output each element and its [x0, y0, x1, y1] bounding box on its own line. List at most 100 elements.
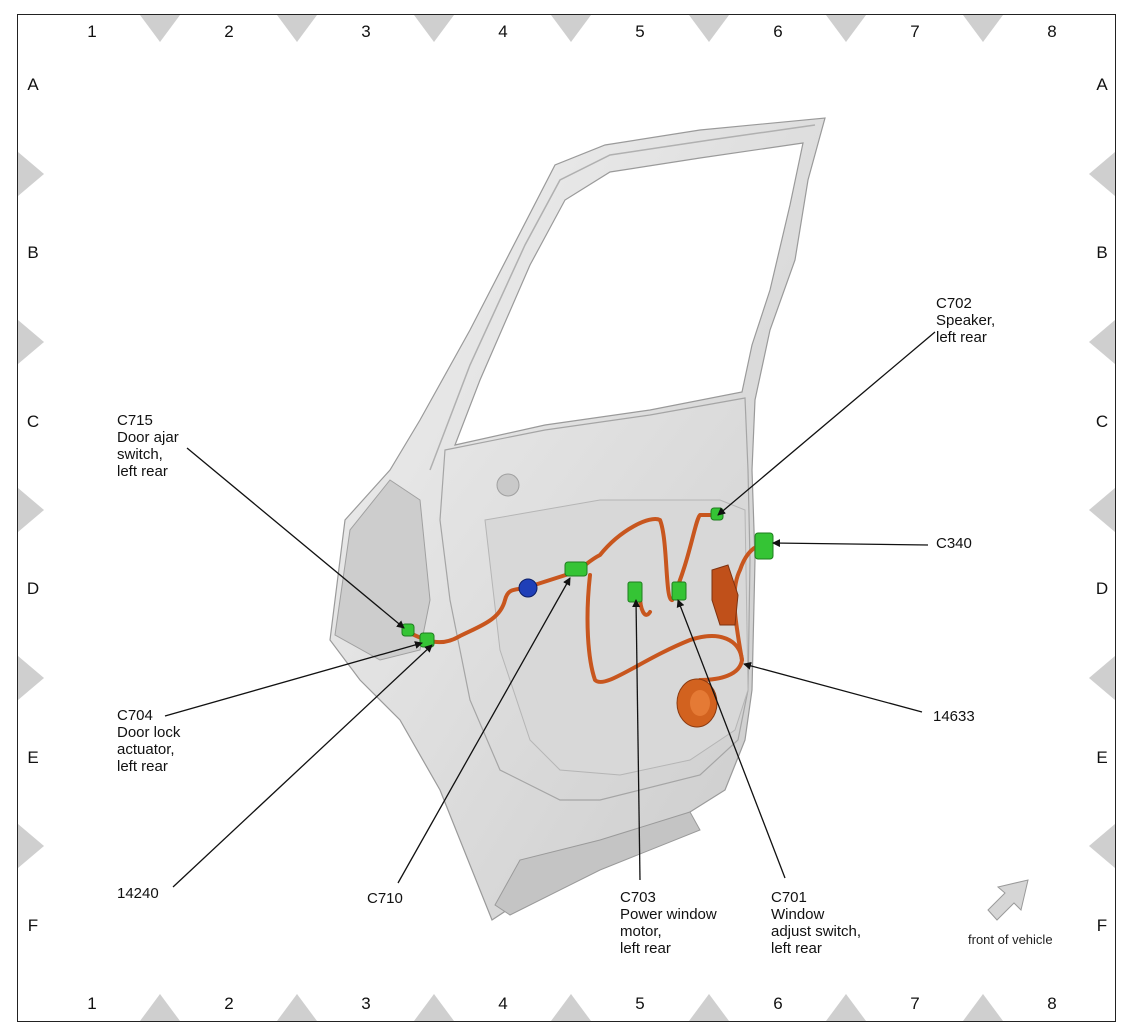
grid-col-label-top-6: 6	[773, 22, 782, 41]
grid-column-labels-bottom: 1 2 3 4 5 6 7 8	[87, 994, 1056, 1013]
grid-diamond-bottom-7	[963, 994, 1003, 1021]
grid-col-label-top-4: 4	[498, 22, 507, 41]
grid-diamond-right-1	[1089, 152, 1115, 196]
grid-diamond-bottom-6	[826, 994, 866, 1021]
grid-diamond-top-4	[551, 15, 591, 42]
grid-row-label-left-E: E	[27, 748, 38, 767]
leader-c704	[164, 641, 423, 717]
grid-col-label-top-1: 1	[87, 22, 96, 41]
leader-c702	[717, 331, 936, 516]
grid-diamond-left-3	[18, 488, 44, 532]
grid-row-label-left-C: C	[27, 412, 39, 431]
grid-col-label-bottom-7: 7	[910, 994, 919, 1013]
grid-col-label-bottom-6: 6	[773, 994, 782, 1013]
leader-c715	[186, 447, 405, 629]
leader-c710	[397, 577, 571, 884]
grid-diamond-top-2	[277, 15, 317, 42]
harness-c340-branch	[732, 543, 762, 662]
front-of-vehicle-indicator: front of vehicle	[968, 879, 1053, 947]
leader-c703	[632, 599, 641, 881]
door-bottom-hem	[494, 811, 701, 916]
speaker-left-rear	[676, 678, 718, 728]
grid-col-label-bottom-3: 3	[361, 994, 370, 1013]
grid-col-label-top-2: 2	[224, 22, 233, 41]
grid-diamond-top-6	[826, 15, 866, 42]
grid-diamond-bottom-2	[277, 994, 317, 1021]
rear-door-illustration	[329, 117, 826, 921]
grid-diamond-left-2	[18, 320, 44, 364]
grid-row-label-right-A: A	[1096, 75, 1108, 94]
grid-col-label-bottom-4: 4	[498, 994, 507, 1013]
grid-diamond-top-3	[414, 15, 454, 42]
grid-diamond-bottom-5	[689, 994, 729, 1021]
connector-c715	[401, 623, 415, 637]
callout-14240: 14240	[117, 885, 159, 902]
grid-col-label-bottom-8: 8	[1047, 994, 1056, 1013]
connector-c702	[710, 507, 724, 521]
pillar-shading	[334, 479, 431, 661]
grid-row-label-left-F: F	[28, 916, 38, 935]
leader-lines	[164, 331, 936, 888]
grid-diamond-bottom-4	[551, 994, 591, 1021]
grid-row-label-right-E: E	[1096, 748, 1107, 767]
grid-col-label-bottom-2: 2	[224, 994, 233, 1013]
grid-col-label-bottom-5: 5	[635, 994, 644, 1013]
svg-text:C710: C710	[367, 890, 403, 907]
grid-diamond-left-1	[18, 152, 44, 196]
grid-row-label-left-B: B	[27, 243, 38, 262]
window-frame-edge	[429, 124, 816, 471]
grid-col-label-top-7: 7	[910, 22, 919, 41]
grid-diamond-bottom-3	[414, 994, 454, 1021]
harness-lower-loop	[585, 573, 744, 684]
leader-c701	[676, 599, 786, 879]
harness-bracket-orange	[711, 564, 739, 626]
grid-diamond-left-4	[18, 656, 44, 700]
grid-diamond-right-3	[1089, 488, 1115, 532]
grid-diamond-top-5	[689, 15, 729, 42]
grid-row-label-left-A: A	[27, 75, 39, 94]
arrow-up-right-icon	[987, 879, 1029, 921]
grid-row-label-right-D: D	[1096, 579, 1108, 598]
grid-col-label-top-3: 3	[361, 22, 370, 41]
connector-c701	[671, 581, 687, 601]
connector-c710	[564, 561, 588, 577]
grid-row-labels-right: A B C D E F	[1096, 75, 1108, 935]
svg-text:C340: C340	[936, 535, 972, 552]
grid-row-label-right-B: B	[1096, 243, 1107, 262]
leader-c340	[772, 539, 929, 548]
callout-c340: C340	[936, 535, 972, 552]
svg-text:14240: 14240	[117, 885, 159, 902]
grid-diamond-right-4	[1089, 656, 1115, 700]
grid-diamond-top-7	[963, 15, 1003, 42]
front-of-vehicle-label: front of vehicle	[968, 932, 1053, 947]
grid-diamond-left-5	[18, 824, 44, 868]
access-hole	[496, 473, 520, 497]
window-opening	[454, 142, 804, 446]
connector-c340	[754, 532, 774, 560]
grid-diamond-markers	[18, 15, 1115, 1021]
grid-col-label-top-8: 8	[1047, 22, 1056, 41]
grid-diamond-right-5	[1089, 824, 1115, 868]
callout-14633: 14633	[933, 708, 975, 725]
grid-row-label-right-C: C	[1096, 412, 1108, 431]
connector-c703	[627, 581, 643, 603]
grid-row-label-right-F: F	[1097, 916, 1107, 935]
grid-diamond-right-2	[1089, 320, 1115, 364]
connector-blue	[518, 578, 538, 598]
grid-col-label-bottom-1: 1	[87, 994, 96, 1013]
leader-14633	[743, 661, 923, 713]
grid-diamond-bottom-1	[140, 994, 180, 1021]
diagram-frame	[17, 14, 1116, 1022]
connectors	[401, 507, 774, 648]
